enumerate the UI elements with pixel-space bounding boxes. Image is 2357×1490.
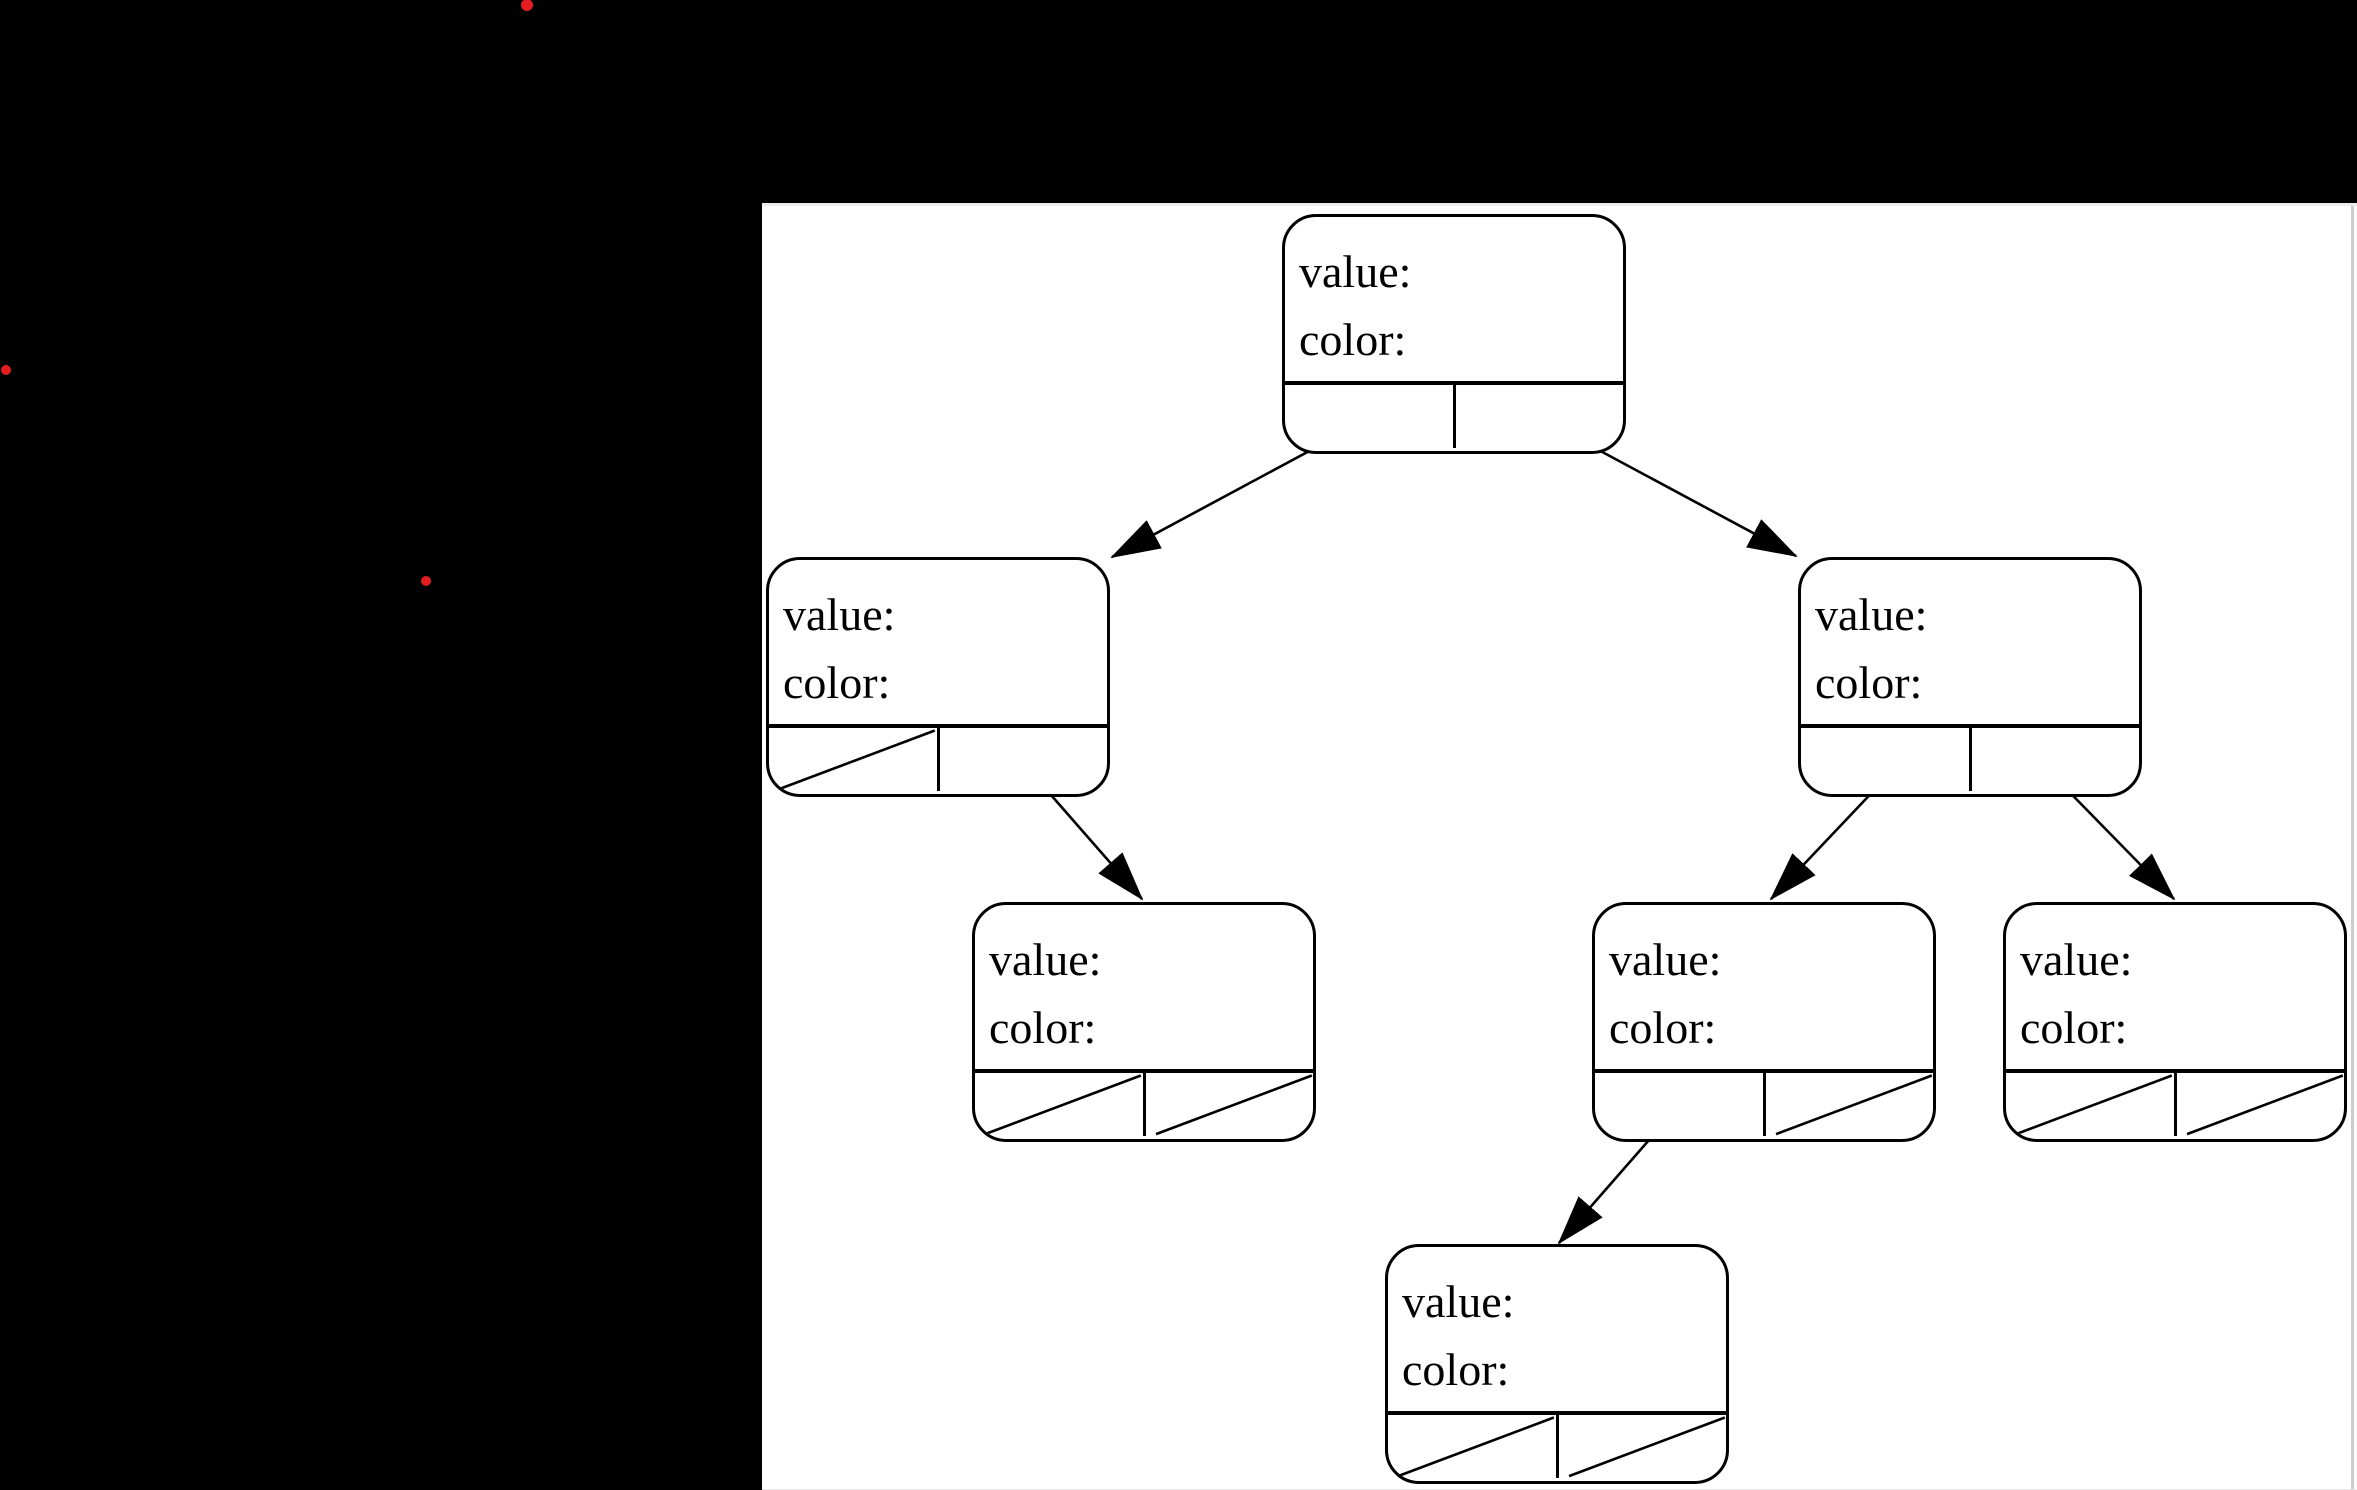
null-pointer-slash	[1388, 1415, 1556, 1478]
tree-node-node-r: value: color:	[1798, 557, 2142, 797]
left-pointer-cell	[1595, 1073, 1766, 1136]
color-label: color:	[989, 1002, 1097, 1053]
color-label: color:	[2020, 1002, 2128, 1053]
pointer-row	[2006, 1069, 2344, 1136]
red-dot	[1, 365, 11, 375]
node-labels: value: color:	[975, 905, 1313, 1069]
left-pointer-cell	[975, 1073, 1146, 1136]
node-labels: value: color:	[2006, 905, 2344, 1069]
color-label: color:	[1299, 314, 1407, 365]
node-labels: value: color:	[769, 560, 1107, 724]
pointer-row	[1285, 381, 1623, 448]
red-dot	[521, 0, 533, 11]
tree-node-node-a: value: color:	[972, 902, 1316, 1142]
right-pointer-cell	[1559, 1415, 1727, 1478]
null-pointer-slash	[975, 1073, 1143, 1136]
node-labels: value: color:	[1388, 1247, 1726, 1411]
left-pointer-cell	[769, 728, 940, 791]
null-pointer-slash	[1766, 1073, 1934, 1136]
node-labels: value: color:	[1285, 217, 1623, 381]
color-label: color:	[1815, 657, 1923, 708]
value-label: value:	[1402, 1276, 1515, 1327]
pointer-row	[769, 724, 1107, 791]
null-pointer-slash	[2006, 1073, 2174, 1136]
right-pointer-cell	[2177, 1073, 2345, 1136]
value-label: value:	[783, 589, 896, 640]
value-label: value:	[1609, 934, 1722, 985]
value-label: value:	[2020, 934, 2133, 985]
pointer-row	[975, 1069, 1313, 1136]
right-pointer-cell	[940, 728, 1108, 791]
tree-node-node-b: value: color:	[1592, 902, 1936, 1142]
red-dot	[421, 576, 431, 586]
value-label: value:	[989, 934, 1102, 985]
color-label: color:	[1402, 1344, 1510, 1395]
null-pointer-slash	[1146, 1073, 1314, 1136]
left-pointer-cell	[1285, 385, 1456, 448]
right-pointer-cell	[1972, 728, 2140, 791]
left-pointer-cell	[1388, 1415, 1559, 1478]
node-labels: value: color:	[1801, 560, 2139, 724]
pointer-row	[1388, 1411, 1726, 1478]
right-pointer-cell	[1766, 1073, 1934, 1136]
color-label: color:	[1609, 1002, 1717, 1053]
tree-node-node-l: value: color:	[766, 557, 1110, 797]
tree-node-root: value: color:	[1282, 214, 1626, 454]
tree-node-node-d: value: color:	[1385, 1244, 1729, 1484]
tree-node-node-c: value: color:	[2003, 902, 2347, 1142]
panel-right-edge	[2351, 206, 2354, 1490]
null-pointer-slash	[769, 728, 937, 791]
value-label: value:	[1299, 246, 1412, 297]
left-pointer-cell	[1801, 728, 1972, 791]
pointer-row	[1801, 724, 2139, 791]
null-pointer-slash	[2177, 1073, 2345, 1136]
right-pointer-cell	[1456, 385, 1624, 448]
pointer-row	[1595, 1069, 1933, 1136]
color-label: color:	[783, 657, 891, 708]
value-label: value:	[1815, 589, 1928, 640]
node-labels: value: color:	[1595, 905, 1933, 1069]
left-pointer-cell	[2006, 1073, 2177, 1136]
right-pointer-cell	[1146, 1073, 1314, 1136]
null-pointer-slash	[1559, 1415, 1727, 1478]
